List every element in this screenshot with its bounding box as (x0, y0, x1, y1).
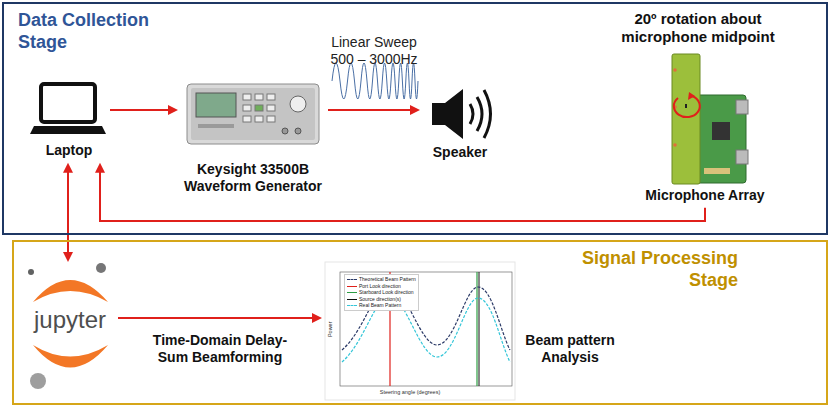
connector-line (118, 317, 314, 319)
usb-port (736, 100, 748, 114)
real-curve (342, 296, 510, 362)
board-chip (712, 122, 730, 140)
legend-sample (347, 279, 357, 280)
rotation-note: 20º rotation about microphone midpoint (600, 10, 796, 46)
connector-line (110, 109, 170, 111)
rotation-arrow (674, 96, 700, 117)
usb-port (736, 150, 748, 164)
legend-text: Source direction(s) (359, 296, 401, 302)
node-label: Beam pattern Analysis (521, 332, 619, 366)
legend-sample (347, 305, 357, 306)
sound-wave (477, 97, 482, 131)
generator-button (267, 105, 275, 111)
microphone-node: Microphone Array (620, 52, 790, 208)
generator-button (255, 116, 263, 122)
speaker-cone (432, 89, 463, 139)
microphone-array-picture (672, 54, 748, 184)
plot-ground (325, 262, 515, 400)
waveform-generator-icon (187, 84, 319, 144)
software-node: jupyter (22, 262, 118, 393)
generator-keys (198, 124, 234, 128)
connector-line (328, 109, 412, 111)
generator-panel (191, 88, 315, 140)
node-label: Microphone Array (620, 187, 790, 204)
axis-label: Steering angle (degrees) (370, 389, 450, 396)
connector (110, 105, 178, 115)
laptop-screen (41, 84, 95, 122)
generator-case (187, 84, 319, 144)
legend-text: Port Look direction (359, 283, 401, 289)
generator-button (267, 94, 275, 100)
sound-wave (484, 90, 491, 138)
logo-text: jupyter (22, 306, 118, 335)
generator-screen (196, 93, 236, 117)
theoretical-curve (342, 285, 510, 350)
legend-row: Port Look direction (347, 283, 416, 290)
rotation-arrowhead (688, 92, 695, 100)
legend-text: Real Beam Pattern (359, 302, 401, 308)
logo-arc (33, 345, 108, 368)
generator-button (243, 105, 251, 111)
legend-row: Theoretical Beam Pattern (347, 276, 416, 283)
legend-sample (347, 299, 357, 300)
legend-sample (347, 292, 357, 293)
logo-dot (96, 263, 106, 273)
legend-row: Starboard Look direction (347, 289, 416, 296)
axis-label: Power (327, 314, 334, 344)
connector (63, 163, 73, 262)
laptop-base (30, 126, 106, 134)
sound-wave (470, 104, 473, 124)
speaker-node: Speaker (420, 86, 500, 165)
gpio-header (704, 168, 730, 174)
stage-title: Data Collection Stage (18, 10, 183, 53)
laptop-node: Laptop (28, 78, 110, 163)
logo-dot (28, 269, 34, 275)
generator-button (267, 116, 275, 122)
generator-button (243, 116, 251, 122)
laptop-icon (30, 84, 106, 134)
beam-pattern-plot (325, 262, 515, 400)
generator-connector (295, 128, 301, 134)
source-line (479, 272, 480, 386)
arrowhead (410, 105, 420, 115)
legend-text: Starboard Look direction (359, 289, 413, 295)
plot-legend: Theoretical Beam PatternPort Look direct… (344, 274, 419, 311)
arrowhead (63, 163, 73, 173)
plot-axes (340, 272, 512, 386)
node-label: Speaker (420, 144, 500, 161)
starboard-look-line (476, 272, 477, 386)
midpoint-mark (685, 104, 687, 108)
logo-dot (30, 373, 46, 389)
microphone-element (673, 143, 677, 147)
arrowhead (63, 252, 73, 262)
arrowhead (95, 163, 105, 173)
logo-arc (33, 280, 108, 302)
edge-label: Time-Domain Delay-Sum Beamforming (145, 332, 295, 366)
node-label: Keysight 33500B Waveform Generator (178, 161, 328, 195)
generator-button (243, 94, 251, 100)
legend-row: Real Beam Pattern (347, 302, 416, 309)
legend-sample (347, 286, 357, 287)
speaker-icon (432, 89, 491, 139)
microphone-element (673, 68, 677, 72)
stage-band: Signal Processing Stage jupyterBeam patte… (12, 240, 828, 405)
sweep-waveform (332, 63, 418, 99)
node-label: Laptop (28, 142, 110, 159)
microphone-bar (672, 54, 700, 184)
connector (328, 105, 420, 115)
instrument-node: Keysight 33500B Waveform Generator (178, 78, 328, 199)
signal-label: Linear Sweep 500 – 3000Hz (322, 34, 426, 68)
generator-knob (290, 96, 306, 112)
connector (118, 313, 322, 323)
arrowhead (312, 313, 322, 323)
generator-button (255, 105, 263, 111)
legend-row: Source direction(s) (347, 296, 416, 303)
generator-connector (282, 128, 288, 134)
stage-title: Signal Processing Stage (568, 248, 738, 291)
arrowhead (168, 105, 178, 115)
generator-button (255, 94, 263, 100)
legend-text: Theoretical Beam Pattern (359, 276, 416, 282)
